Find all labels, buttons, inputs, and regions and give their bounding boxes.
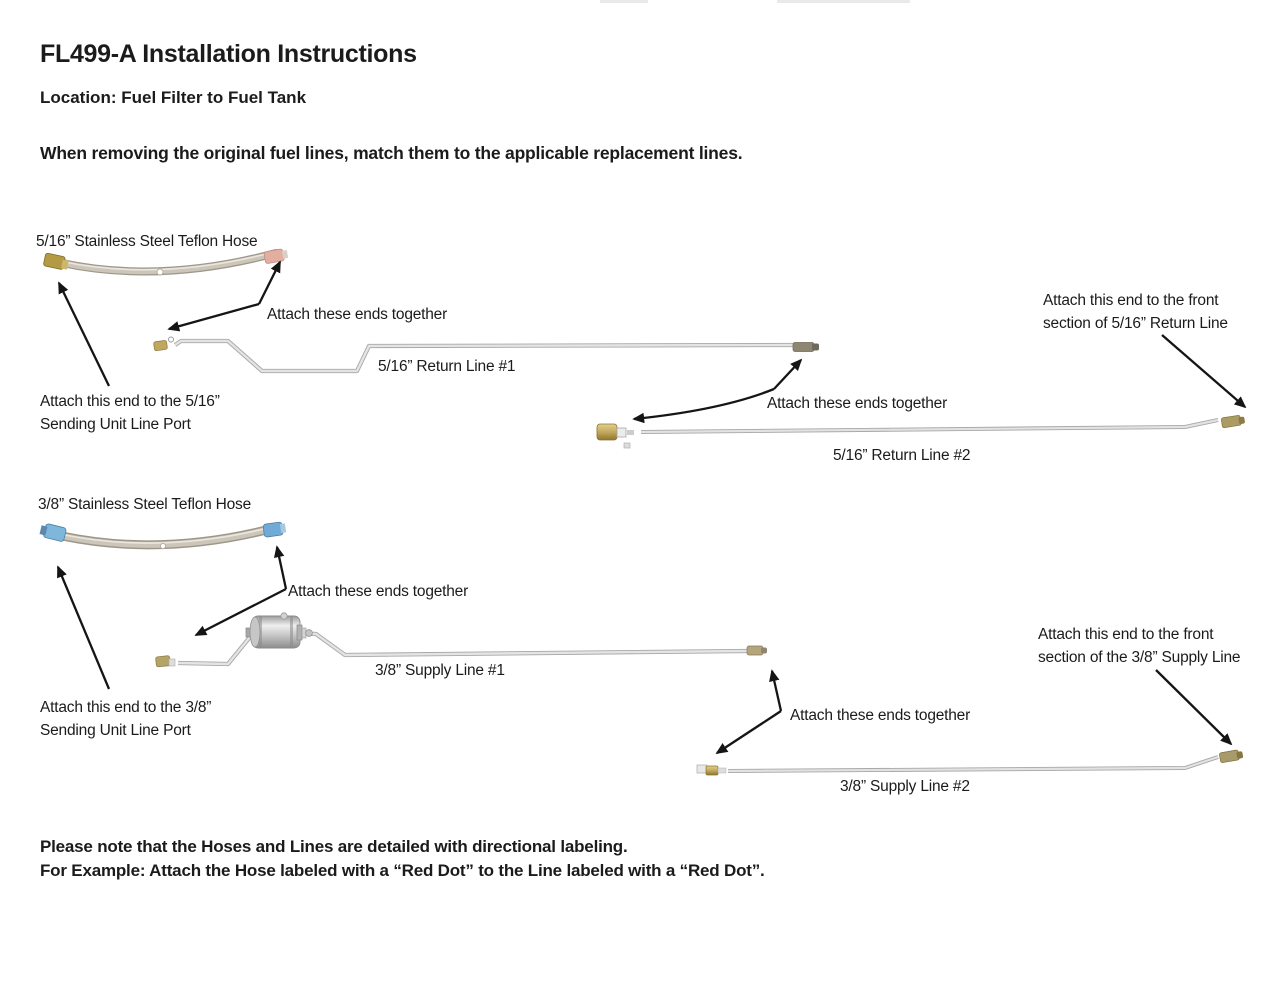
front-section-note-516-line1: Attach this end to the front — [1043, 292, 1219, 309]
supply-line-2-left-fitting — [696, 764, 727, 776]
supply-line-2-right-fitting — [1219, 749, 1244, 763]
arrow-to-hose516-left-end — [57, 281, 111, 387]
sending-unit-note-516-line2: Sending Unit Line Port — [40, 415, 191, 433]
arrow-to-hose38-left-end — [56, 565, 111, 690]
return-line-1-right-fitting — [792, 342, 819, 352]
top-crop-strip — [777, 0, 910, 3]
hose-38-left-fitting — [39, 523, 67, 542]
return-line-2-left-fitting — [596, 423, 634, 449]
arrow-to-returnline1-right-end — [773, 358, 803, 390]
hose-midpoint-marker — [159, 542, 167, 550]
front-section-note-38-line1: Attach this end to the front — [1038, 626, 1214, 643]
return-line-2-image — [596, 415, 1245, 449]
supply-line-1-left-fitting — [155, 655, 176, 668]
sending-unit-note-516-line1: Attach this end to the 5/16” — [40, 393, 220, 410]
attach-ends-label-516-hose: Attach these ends together — [267, 306, 448, 323]
hose-midpoint-marker — [156, 268, 164, 276]
supply-line-2-label: 3/8” Supply Line #2 — [840, 778, 970, 795]
sending-unit-note-38-line2: Sending Unit Line Port — [40, 721, 191, 739]
supply-line-1-label: 3/8” Supply Line #1 — [375, 662, 505, 679]
arrow-to-hose516-right-end — [257, 260, 282, 305]
sending-unit-note-38: Attach this end to the 3/8” Sending Unit… — [40, 697, 211, 742]
hose-516-label: 5/16” Stainless Steel Teflon Hose — [36, 233, 258, 250]
arrow-to-returnline1-left-end — [167, 302, 260, 332]
intro-line: When removing the original fuel lines, m… — [40, 143, 743, 163]
fuel-filter-image — [245, 612, 313, 649]
arrow-to-supplyline1-right-end — [769, 669, 783, 712]
front-section-note-38: Attach this end to the front section of … — [1038, 624, 1241, 669]
return-line-1-image — [153, 336, 819, 374]
supply-line-1-image — [155, 612, 767, 668]
location-line: Location: Fuel Filter to Fuel Tank — [40, 88, 307, 107]
supply-line-1-right-fitting — [746, 645, 767, 656]
sending-unit-note-38-line1: Attach this end to the 3/8” — [40, 699, 212, 716]
return-line-1-left-fitting — [153, 336, 174, 352]
hose-38-right-fitting — [262, 521, 287, 538]
page-title: FL499-A Installation Instructions — [40, 40, 417, 68]
attach-ends-label-38-lines: Attach these ends together — [790, 707, 971, 724]
front-section-note-516-line2: section of 5/16” Return Line — [1043, 314, 1228, 332]
attach-ends-label-516-lines: Attach these ends together — [767, 395, 948, 412]
attach-ends-label-38-hose: Attach these ends together — [288, 583, 469, 600]
hose-38-image — [39, 521, 287, 550]
directional-labeling-note-line2: For Example: Attach the Hose labeled wit… — [40, 861, 765, 880]
top-crop-strip — [600, 0, 648, 3]
front-section-note-38-line2: section of the 3/8” Supply Line — [1038, 648, 1241, 666]
supply-line-2-image — [696, 749, 1244, 776]
sending-unit-note-516: Attach this end to the 5/16” Sending Uni… — [40, 391, 220, 436]
arrow-to-hose38-right-end — [273, 545, 288, 590]
arrow-to-supplyline1-left-end — [194, 587, 287, 637]
return-line-2-label: 5/16” Return Line #2 — [833, 447, 971, 464]
directional-labeling-note-line1: Please note that the Hoses and Lines are… — [40, 837, 628, 856]
arrow-to-supplyline2-right-end — [1155, 669, 1233, 746]
hose-38-label: 3/8” Stainless Steel Teflon Hose — [38, 496, 252, 513]
directional-labeling-note: Please note that the Hoses and Lines are… — [40, 835, 765, 883]
arrow-to-returnline2-left-end — [632, 387, 775, 424]
hose-516-image — [43, 248, 289, 276]
arrow-to-supplyline2-left-end — [715, 710, 782, 754]
return-line-2-right-fitting — [1220, 415, 1245, 429]
front-section-note-516: Attach this end to the front section of … — [1043, 290, 1228, 335]
hose-516-right-fitting — [263, 248, 289, 264]
return-line-1-label: 5/16” Return Line #1 — [378, 358, 516, 375]
hose-516-left-fitting — [43, 252, 69, 270]
arrow-to-returnline2-right-end — [1161, 334, 1247, 409]
